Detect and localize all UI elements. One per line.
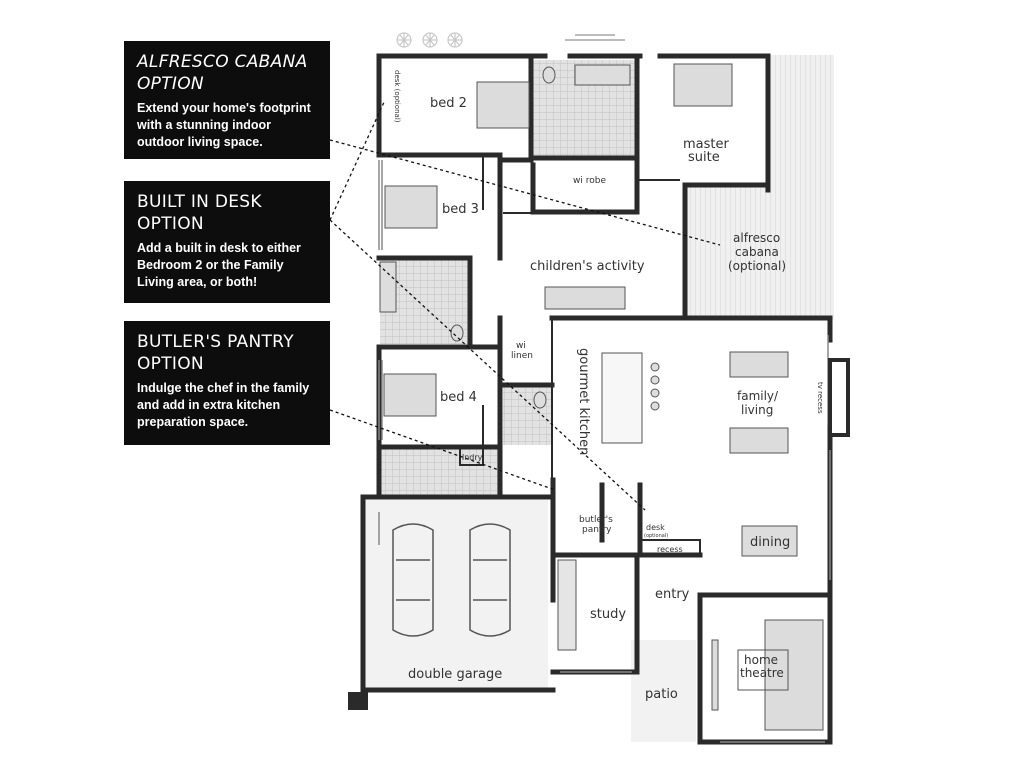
callout-built-in-desk: BUILT IN DESK OPTION Add a built in desk… bbox=[124, 181, 330, 303]
label-childrens-activity: children's activity bbox=[530, 259, 645, 274]
label-master-line2: suite bbox=[688, 150, 720, 165]
label-entry: entry bbox=[655, 587, 690, 602]
callout-title: BUILT IN DESK OPTION bbox=[137, 192, 262, 234]
callout-butlers-pantry: BUTLER'S PANTRY OPTION Indulge the chef … bbox=[124, 321, 330, 445]
label-double-garage: double garage bbox=[408, 667, 502, 682]
callout-title: BUTLER'S PANTRY OPTION bbox=[137, 332, 294, 374]
label-family-line1: family/ bbox=[737, 389, 779, 403]
label-dining: dining bbox=[750, 535, 790, 550]
label-master-line1: master bbox=[683, 137, 729, 152]
label-home-theatre-line2: theatre bbox=[740, 666, 784, 680]
label-alfresco-line3: (optional) bbox=[728, 259, 786, 273]
callout-text: Extend your home's footprint with a stun… bbox=[137, 101, 311, 149]
label-desk-optional-top: desk (optional) bbox=[393, 70, 401, 123]
label-wi-robe: wi robe bbox=[573, 176, 606, 186]
label-study: study bbox=[590, 607, 626, 622]
walls bbox=[360, 53, 833, 745]
label-wi-linen-line2: linen bbox=[511, 351, 533, 361]
label-desk-family-line2: (optional) bbox=[644, 533, 668, 539]
callout-title: ALFRESCO CABANA OPTION bbox=[137, 52, 308, 94]
label-tv-recess: tv recess bbox=[816, 382, 824, 414]
label-bed-2: bed 2 bbox=[430, 96, 467, 111]
label-patio: patio bbox=[645, 687, 678, 702]
label-desk-family-line1: desk bbox=[646, 523, 665, 532]
plant-icons bbox=[396, 32, 463, 48]
label-alfresco-line2: cabana bbox=[735, 245, 779, 259]
label-recess: recess bbox=[657, 545, 683, 554]
label-alfresco-line1: alfresco bbox=[733, 231, 780, 245]
label-butlers-line2: pantry bbox=[582, 525, 612, 535]
leader-lines bbox=[329, 99, 721, 511]
callout-alfresco-cabana: ALFRESCO CABANA OPTION Extend your home'… bbox=[124, 41, 330, 159]
label-gourmet-kitchen: gourmet kitchen bbox=[576, 348, 591, 455]
label-bed-3: bed 3 bbox=[442, 202, 479, 217]
callout-text: Indulge the chef in the family and add i… bbox=[137, 381, 310, 429]
label-bed-4: bed 4 bbox=[440, 390, 477, 405]
label-wi-linen-line1: wi bbox=[516, 341, 526, 351]
label-family-line2: living bbox=[741, 403, 773, 417]
car-icons bbox=[392, 523, 511, 637]
label-home-theatre-line1: home bbox=[744, 653, 778, 667]
label-lndry: lndry bbox=[462, 453, 483, 462]
label-butlers-line1: butler's bbox=[579, 515, 613, 525]
callout-text: Add a built in desk to either Bedroom 2 … bbox=[137, 241, 301, 289]
